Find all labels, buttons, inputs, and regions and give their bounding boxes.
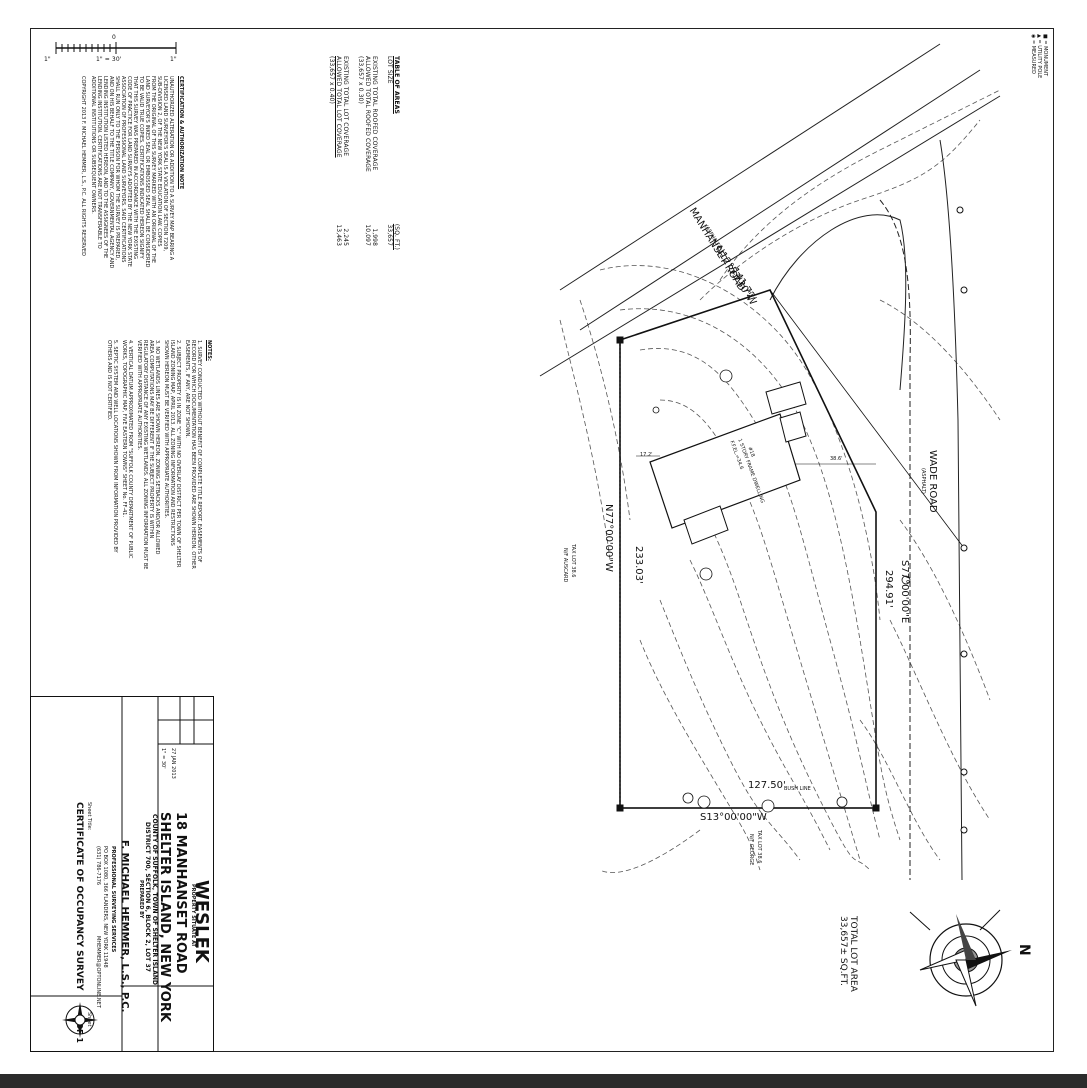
notes: NOTES: 1. SURVEY CONDUCTED WITHOUT BENEF…: [106, 340, 212, 569]
notes-line: ISLAND ZONING MAP, APRIL 2013. ALL ZONIN…: [169, 340, 175, 546]
certification-line: LICENSED LAND SURVEYOR'S SEAL IS A VIOLA…: [162, 76, 168, 252]
town: SHELTER ISLAND, NEW YORK: [157, 812, 172, 1022]
firm-subtitle: PROFESSIONAL SURVEYING SERVICES: [110, 846, 116, 953]
distance-west: 233.03': [633, 546, 644, 584]
area-table-row: (33,657 x 0.30): [357, 56, 364, 104]
prepared-by-label: PREPARED BY: [138, 880, 144, 919]
scale-mid-label: 1" = 30': [96, 56, 122, 63]
legend-item: ▲ = UTILITY POLE: [1036, 34, 1042, 79]
certification-line: LENDING INSTITUTION LISTED HEREON, AND T…: [102, 76, 108, 259]
notes-line: 4. VERTICAL DATUM APPROXIMATED FROM "SUF…: [127, 340, 133, 559]
tax-lot-south-owner: N/F GEORGE: [748, 834, 754, 866]
distance-east: 294.91': [883, 570, 894, 608]
field-date: 27 JAN 2013: [170, 748, 176, 779]
sheet-title-label: Sheet Title:: [86, 802, 92, 831]
sheet-border: [30, 28, 1054, 1052]
scale-zero-label: 0: [112, 34, 116, 41]
tax-lot-west: TAX LOT 38.6: [570, 544, 576, 578]
firm-name: F. MICHAEL HEMMER, L.S., P.C.: [119, 840, 130, 1013]
surveyor-seal-compass-icon: [62, 1002, 98, 1038]
notes-line: 2. SUBJECT PROPERTY IS IN ZONE "C" WITH …: [175, 340, 181, 568]
road-label-wade: WADE ROAD: [927, 450, 938, 513]
road-label-wade-sub: (ASPHALT): [920, 468, 926, 494]
notes-line: 3. NO WETLANDS LINES ARE SHOWN HEREON. Z…: [154, 340, 160, 555]
certification-line: CODE OF PRACTICE FOR LAND SURVEYS ADOPTE…: [126, 76, 132, 267]
notes-line: RECORD FOR WHICH DOCUMENTATION HAS BEEN …: [190, 340, 196, 569]
notes-line: AREA COMPUTATIONS MAY BE DIFFERENT IF TH…: [148, 340, 154, 539]
offset-right: 38.6': [830, 456, 843, 462]
certification-line: TO BE VALID TRUE COPIES. CERTIFICATIONS …: [138, 76, 144, 259]
legend-item: ■ = MONUMENT: [1042, 34, 1048, 77]
certification-line: SUB-DIVISION 2, OF THE NEW YORK STATE ED…: [156, 76, 162, 247]
total-area-label: TOTAL LOT AREA: [848, 916, 858, 992]
bearing-east: S77°00'00"E: [899, 560, 910, 624]
legend-item: ◉ = MEASURED: [1030, 34, 1036, 74]
distance-south: 127.50': [748, 780, 786, 791]
certification-line: LENDING INSTITUTION. CERTIFICATIONS ARE …: [96, 76, 102, 249]
certification-line: UNAUTHORIZED ALTERATION OR ADDITION TO A…: [168, 76, 174, 261]
scale-value: 1" = 30': [160, 748, 166, 769]
area-table-col-header: (SQ. FT.): [393, 223, 400, 250]
total-area-value: 33,657± SQ.FT.: [838, 916, 848, 986]
scale-right-label: 1": [170, 56, 177, 63]
notes-line: 1. SURVEY CONDUCTED WITHOUT BENEFIT OF C…: [196, 340, 202, 563]
bearing-west: N77°00'00"W: [603, 504, 614, 572]
certification-title: CERTIFICATION & AUTHORIZATION NOTE: [178, 76, 184, 190]
area-table-title: TABLE OF AREAS: [393, 56, 400, 114]
firm-phone: (631) 786-7176: [95, 846, 101, 886]
county-line: COUNTY OF SUFFOLK, TOWN OF SHELTER ISLAN…: [151, 814, 158, 986]
offset-left: 17.2': [640, 452, 653, 458]
certification-copyright: COPYRIGHT 2013 F. MICHAEL HEMMER, L.S., …: [80, 76, 86, 256]
certification-line: FROM THE ORIGINAL OF THIS SURVEY MARKED …: [150, 76, 156, 264]
sheet-title: CERTIFICATE OF OCCUPANCY SURVEY: [74, 802, 84, 991]
firm-address: PO BOX 1080, 366 FLANDERS, NEW YORK 1194…: [102, 846, 108, 968]
situate-label: PROPERTY SITUATE AT: [190, 884, 196, 947]
north-label: N: [1016, 944, 1032, 956]
tax-lot-west-owner: N/F AUSCARD: [562, 548, 568, 583]
scale-left-label: 1": [44, 56, 51, 63]
certification-line: LAND SURVEYOR'S INKED SEAL OR EMBOSSED S…: [144, 76, 150, 268]
legend: ■ = MONUMENT ▲ = UTILITY POLE ◉ = MEASUR…: [1030, 34, 1048, 78]
firm-email: MHEMMER@OPTONLINE.NET: [95, 936, 101, 1008]
title-block-frame: [30, 696, 214, 1052]
tax-lot-south: TAX LOT 38.6: [756, 830, 762, 864]
notes-line: REGULATORY DISTANCE OF ANY EXISTING WETL…: [142, 340, 148, 570]
bearing-south: S13°00'00"W: [700, 812, 767, 823]
scale-bar-graphic: [55, 42, 177, 54]
certification-line: ASSOCIATION OF PROFESSIONAL LAND SURVEYO…: [120, 76, 126, 263]
area-table-row: (33,657 x 0.40): [328, 56, 335, 104]
certification-line: AND ON HIS BEHALF TO THE TITLE COMPANY, …: [108, 76, 114, 269]
notes-title: NOTES:: [206, 340, 212, 361]
district-line: DISTRICT 700, SECTION 6, BLOCK 2, LOT 37: [144, 822, 151, 973]
bush-line-label: BUSH LINE: [784, 786, 811, 792]
certification-line: SHALL RUN ONLY TO THE PERSON FOR WHOM TH…: [114, 76, 120, 260]
notes-line: 5. SEPTIC SYSTEM AND WELL LOCATIONS SHOW…: [112, 340, 118, 553]
window-bottom-bar: [0, 1074, 1087, 1088]
certification-note: CERTIFICATION & AUTHORIZATION NOTE UNAUT…: [80, 76, 184, 268]
address: 18 MANHANSET ROAD: [173, 812, 188, 974]
certification-line: THAT THIS SURVEY WAS PREPARED IN ACCORDA…: [132, 76, 138, 259]
